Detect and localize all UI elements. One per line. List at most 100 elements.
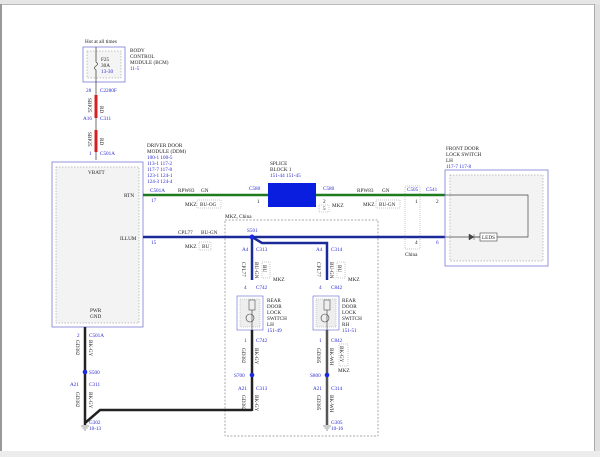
connector-label: C311: [100, 116, 111, 122]
wire-color-label: BU-GN: [328, 262, 334, 279]
switch-title: REAR: [342, 298, 356, 304]
pin-label: A21: [70, 382, 79, 388]
vertical-scrollbar[interactable]: [594, 4, 600, 451]
circuit-label: GD385: [315, 395, 321, 411]
pin-label: 1: [415, 199, 418, 205]
viewer-top-bar: [0, 0, 600, 5]
bcm-ref: 11-5: [130, 66, 140, 72]
circuit-label: CPL77: [240, 262, 246, 277]
circuit-label: CPL77: [178, 230, 193, 236]
leds-label: LEDS: [482, 235, 495, 241]
circuit-label: RPW83: [357, 188, 374, 194]
fuse-amps: 30A: [101, 63, 110, 69]
variant-label: MKZ: [185, 202, 197, 208]
wire-color-label: BK-GY: [87, 340, 93, 357]
alt-color-label: BU-GN: [379, 202, 396, 208]
battery-feed-circuit: 28 C2280F SBP25 RD A16 C311 SBP25 RD 1 C…: [83, 82, 117, 160]
pin-label: A16: [83, 116, 92, 122]
ddm-ref: 124-3 124-4: [147, 179, 173, 185]
connector-label: C313: [256, 247, 268, 253]
splice-title-1: SPLICE: [270, 161, 287, 167]
splice-label: S700: [234, 373, 245, 379]
pin-label: 28: [86, 88, 92, 94]
wiring-diagram: Hot at all times BODY CONTROL MODULE (BC…: [51, 39, 549, 437]
variant-label: MKZ: [338, 368, 350, 374]
pin-label: A21: [313, 386, 322, 392]
illum-pin-label: ILLUM: [120, 236, 137, 242]
switch-title: SWITCH: [342, 316, 362, 322]
rear-rh-circuit: A4 C314 CPL77 BU-GN BU MKZ 4 C842 REAR D…: [310, 247, 362, 432]
bcm-title-3: MODULE (BCM): [130, 59, 169, 66]
pin-label: A21: [238, 386, 247, 392]
pin-label: 4: [244, 285, 247, 291]
ddm-title-1: DRIVER DOOR: [147, 143, 183, 149]
circuit-label: GD382: [74, 340, 80, 356]
variant-label: MKZ: [332, 203, 344, 209]
splice-point-s500: [82, 369, 88, 375]
pwr-label: PWR: [90, 308, 102, 314]
alt-color-label: BU-OG: [200, 202, 217, 208]
pin-label: 1: [244, 338, 247, 344]
fuse-ref: 13-30: [101, 69, 114, 75]
wire-color-label: RD: [98, 138, 104, 145]
variant-label: China: [405, 252, 418, 258]
rtn-circuit: C501A 17 RPW83 GN MKZ BU-OG C580 1 C580 …: [143, 186, 445, 213]
fuse-name: F25: [101, 57, 109, 63]
variant-label: MKZ: [348, 277, 360, 283]
wire-color-label: GN: [201, 188, 209, 194]
wire-color-label: BK-WH: [328, 395, 334, 413]
variant-label: MKZ: [363, 202, 375, 208]
connector-label: C501A: [150, 188, 165, 194]
wire-color-label: BU-GN: [253, 262, 259, 279]
switch-title: REAR: [267, 298, 281, 304]
ddm-ref: 100-1 100-5: [147, 155, 173, 161]
pin-label: 1: [89, 151, 92, 157]
pin-label: 1: [319, 338, 322, 344]
pin-label: A4: [242, 247, 249, 253]
front-switch-ref: 117-7 117-8: [446, 164, 472, 170]
ddm-ref: 113-1 117-2: [147, 161, 173, 167]
connector-label: C311: [89, 382, 100, 388]
pin-label: A4: [316, 247, 323, 253]
connector-label: C580: [249, 186, 261, 192]
vbatt-pin-label: VBATT: [88, 170, 106, 176]
circuit-label: GD382: [240, 395, 246, 411]
front-door-lock-switch: FRONT DOOR LOCK SWITCH LH 117-7 117-8 LE…: [444, 146, 549, 267]
circuit-label: GD382: [240, 348, 246, 364]
connector-label: C505: [407, 187, 419, 193]
alt-color-label: BU: [336, 265, 342, 272]
switch-title: RH: [342, 322, 349, 328]
front-switch-title-2: LOCK SWITCH: [446, 152, 482, 158]
ground-label: G305: [331, 420, 343, 426]
page-edge: [0, 4, 2, 451]
lock-motor-icon: [245, 299, 256, 330]
connector-label: C842: [331, 285, 343, 291]
lock-motor-icon: [320, 299, 331, 330]
variant-label: MKZ: [185, 244, 197, 250]
connector-label: C580: [323, 186, 335, 192]
circuit-label: GD385: [315, 348, 321, 364]
switch-ref: 151-49: [267, 328, 282, 334]
ddm-ref: 117-7 117-8: [147, 167, 173, 173]
ground-label: G302: [89, 420, 101, 426]
connector-label: C2280F: [100, 88, 117, 94]
ground-ref: 10-16: [331, 426, 344, 432]
ground-ref: 10-13: [89, 426, 102, 432]
wire-color-label: BK-WH: [328, 348, 334, 366]
alt-color-label: BK-GY: [338, 346, 344, 363]
rear-lh-circuit: A4 C313 CPL77 BU-GN BU MKZ 4 C742 REAR D…: [234, 247, 287, 412]
splice-label: S500: [89, 370, 100, 376]
switch-ref: 151-51: [342, 328, 357, 334]
switch-title: DOOR: [267, 304, 282, 310]
pin-label: 2: [323, 199, 326, 205]
front-switch-title-3: LH: [446, 158, 453, 164]
ground-icon: [323, 425, 331, 431]
wire-color-label: BK-GY: [253, 395, 259, 412]
circuit-label: RPW83: [178, 188, 195, 194]
wire-color-label: BK-GY: [253, 348, 259, 365]
circuit-label: CPL77: [315, 262, 321, 277]
switch-title: DOOR: [342, 304, 357, 310]
variant-region: [224, 219, 379, 437]
splice-title-2: BLOCK 1: [270, 167, 292, 173]
alt-color-label: BU: [261, 265, 267, 272]
